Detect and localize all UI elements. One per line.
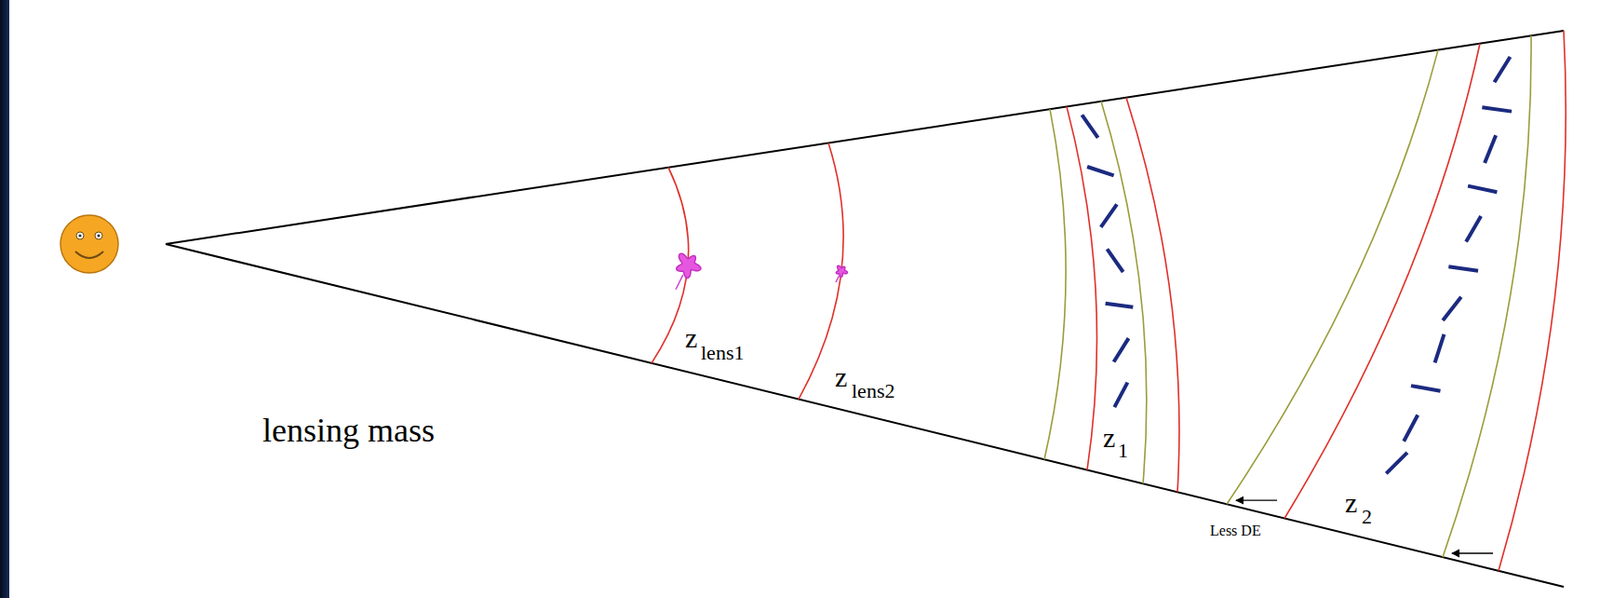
slide-edge (0, 0, 10, 598)
redshift-symbol: z (1344, 488, 1358, 517)
redshift-arc (1284, 43, 1480, 519)
galaxy-stick (1101, 203, 1117, 228)
shift-arrow (1236, 498, 1278, 500)
galaxy-stick (1411, 385, 1441, 391)
galaxy-stick (1081, 114, 1098, 138)
redshift-subscript: 1 (1117, 440, 1129, 461)
galaxy-stick (1442, 296, 1462, 321)
lensing-mass-tail (675, 274, 684, 290)
smiley-eye (94, 231, 103, 240)
redshift-arc (1126, 97, 1180, 493)
galaxy-stick (1467, 186, 1497, 193)
wedge-drawing (165, 30, 1566, 587)
smiley-face (60, 215, 119, 273)
redshift-symbol: z (834, 363, 848, 391)
sightline-wedge (165, 243, 1564, 587)
shifted-arc (1442, 35, 1532, 557)
observer-smiley (60, 215, 119, 273)
galaxy-stick (1106, 248, 1123, 272)
redshift-symbol: z (1102, 423, 1116, 452)
smiley-mouth (75, 251, 104, 258)
galaxy-stick (1114, 337, 1130, 362)
smiley-pupil (96, 233, 100, 237)
shifted-arc (1101, 101, 1147, 484)
redshift-symbol: z (685, 323, 698, 352)
galaxy-stick (1481, 107, 1512, 111)
shift-arrow (1452, 551, 1493, 553)
shifted-arc (1044, 108, 1066, 459)
redshift-arc (1066, 106, 1098, 470)
lensing-mass-tail (835, 275, 840, 283)
galaxy-stick (1105, 303, 1134, 308)
galaxy-stick (1435, 334, 1445, 363)
lensing-mass-blob (835, 265, 848, 277)
galaxy-stick (1465, 215, 1481, 243)
redshift-subscript: 2 (1361, 506, 1372, 527)
galaxy-stick (1087, 166, 1115, 175)
redshift-subscript: lens1 (700, 342, 744, 364)
sightline-wedge (165, 30, 1564, 244)
smiley-pupil (78, 233, 81, 237)
galaxy-stick (1448, 266, 1479, 270)
annotation-label: Less DE (1210, 523, 1262, 538)
galaxy-stick (1114, 382, 1128, 407)
galaxy-stick (1494, 56, 1511, 82)
redshift-subscript: lens2 (851, 380, 895, 402)
annotation-label: lensing mass (262, 413, 435, 447)
lensing-mass-blob (676, 253, 701, 278)
smiley-eye (76, 231, 84, 240)
galaxy-stick (1484, 134, 1496, 163)
galaxy-stick (1403, 415, 1418, 442)
galaxy-stick (1385, 452, 1408, 474)
